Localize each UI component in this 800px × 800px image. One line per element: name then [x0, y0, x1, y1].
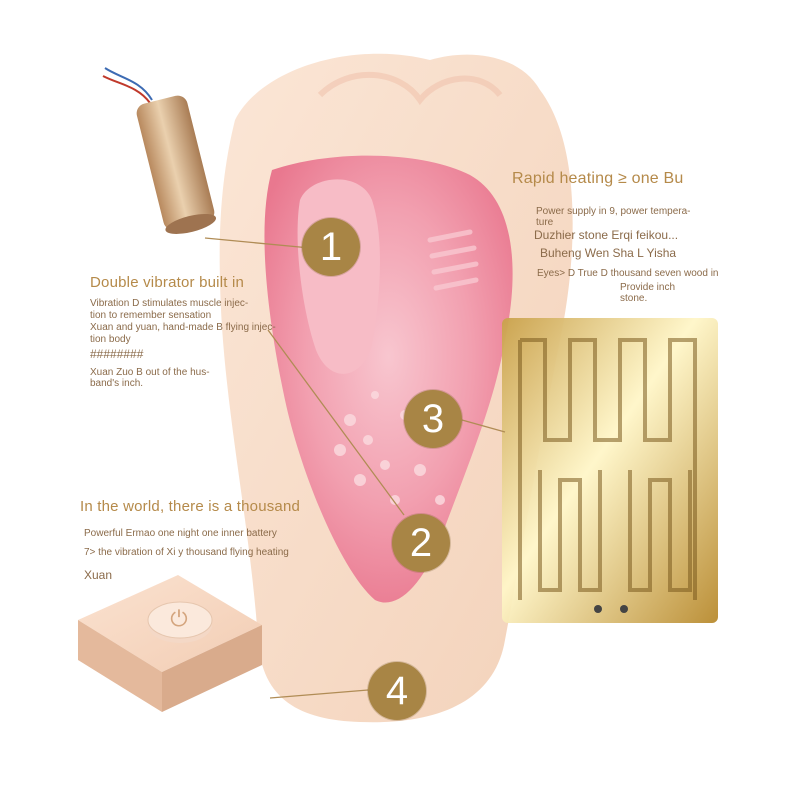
vibrator-line-7: band's inch. — [90, 378, 144, 389]
heating-line-1: Power supply in 9, power tempera- — [536, 206, 691, 217]
power-icon: ⏻ — [170, 606, 188, 631]
marker-4-label: 4 — [385, 669, 409, 713]
heating-line-7: stone. — [620, 293, 648, 304]
marker-2-label: 2 — [409, 521, 433, 565]
top-ridge — [317, 72, 503, 106]
power-button[interactable]: ⏻ — [166, 606, 192, 632]
vibrator-line-3: Xuan and yuan, hand-made B flying injec- — [90, 322, 276, 333]
heating-element-icon — [502, 318, 718, 623]
heating-line-5: Eyes> D True D thousand seven wood in — [537, 268, 719, 279]
vibrator-line-1: Vibration D stimulates muscle injec- — [90, 298, 249, 309]
vibrator-line-2: tion to remember sensation — [90, 310, 212, 321]
vibrator-motor-icon — [102, 67, 217, 234]
vibrator-line-5: ######## — [90, 347, 144, 361]
heating-line-2: ture — [536, 217, 554, 228]
marker-4: 4 — [368, 662, 426, 720]
world-line-3: Xuan — [84, 568, 113, 582]
interior-ribs — [427, 229, 479, 291]
marker-1: 1 — [302, 218, 360, 276]
marker-3: 3 — [404, 390, 462, 448]
vibrator-line-4: tion body — [90, 334, 131, 345]
vibrator-line-6: Xuan Zuo B out of the hus- — [90, 367, 210, 378]
heating-title: Rapid heating ≥ one Bu — [512, 170, 684, 187]
world-line-2: 7> the vibration of Xi y thousand flying… — [84, 547, 289, 558]
marker-1-label: 1 — [319, 225, 343, 269]
marker-3-label: 3 — [421, 397, 445, 441]
heating-line-4: Buheng Wen Sha L Yisha — [540, 246, 677, 260]
battery-box-icon — [78, 575, 262, 712]
heating-line-6: Provide inch — [620, 282, 676, 293]
marker-2: 2 — [392, 514, 450, 572]
vibrator-title: Double vibrator built in — [90, 274, 245, 291]
world-line-1: Powerful Ermao one night one inner batte… — [84, 528, 277, 539]
heating-line-3: Duzhier stone Erqi feikou... — [534, 228, 679, 242]
world-title: In the world, there is a thousand — [80, 498, 301, 515]
leader-lines — [204, 237, 506, 699]
